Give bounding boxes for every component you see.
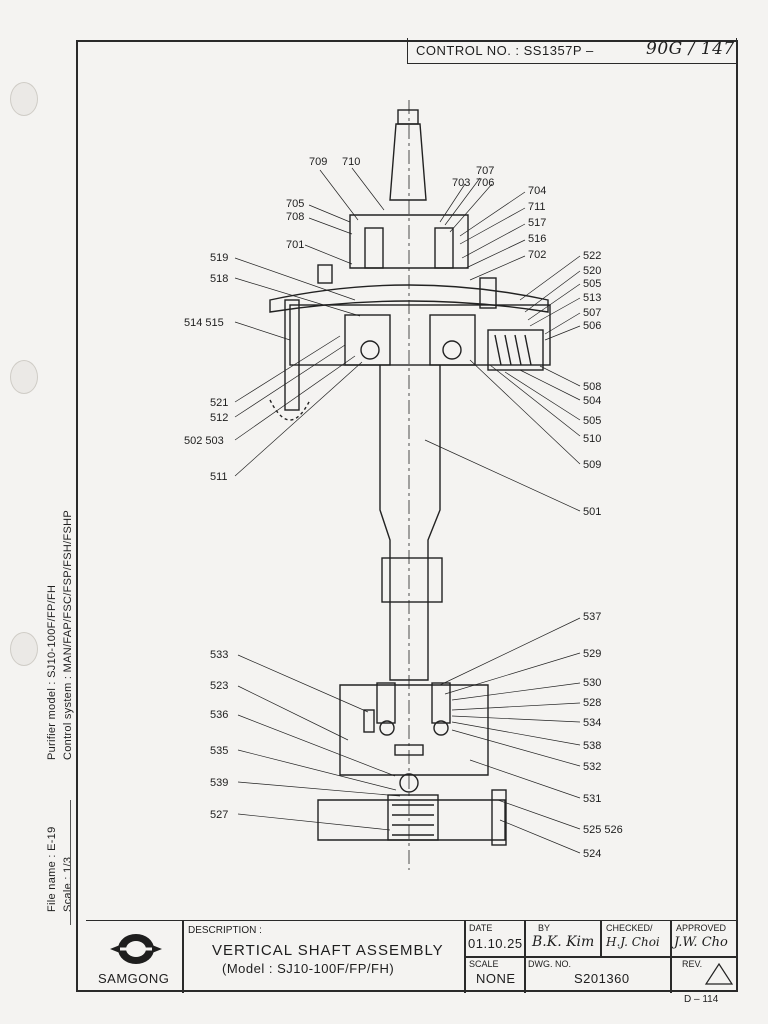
part-label: 702 — [528, 249, 546, 261]
control-number: CONTROL NO. : SS1357P – — [416, 43, 594, 58]
description-label: DESCRIPTION : — [188, 925, 262, 936]
part-label: 711 — [528, 201, 546, 213]
part-label: 707 — [476, 165, 494, 177]
approved-signature: J.W. Cho — [674, 935, 728, 950]
base-bolt — [491, 789, 507, 846]
shaft-collar — [381, 557, 443, 603]
drawing-model: (Model : SJ10-100F/FP/FH) — [222, 961, 395, 976]
part-label: 501 — [583, 506, 601, 518]
main-shaft — [379, 365, 441, 681]
part-label: 531 — [583, 793, 601, 805]
part-label: 704 — [528, 185, 546, 197]
punch-hole — [10, 82, 38, 116]
part-label: 521 — [210, 397, 228, 409]
part-label: 520 — [583, 265, 601, 277]
part-label: 709 — [309, 156, 327, 168]
part-label: 510 — [583, 433, 601, 445]
part-label: 509 — [583, 459, 601, 471]
part-label: 519 — [210, 252, 228, 264]
part-label: 533 — [210, 649, 228, 661]
scale-label: SCALE — [469, 959, 499, 969]
part-label: 518 — [210, 273, 228, 285]
part-label: 508 — [583, 381, 601, 393]
brand-name: SAMGONG — [98, 971, 170, 986]
bearing-ball — [360, 340, 380, 360]
date-label: DATE — [469, 923, 493, 933]
scale-value: NONE — [476, 971, 516, 986]
part-label: 532 — [583, 761, 601, 773]
part-label: 516 — [528, 233, 546, 245]
part-label: 514 515 — [184, 317, 224, 329]
part-label: 708 — [286, 211, 304, 223]
part-label: 536 — [210, 709, 228, 721]
upper-dome — [269, 284, 549, 313]
approved-label: APPROVED — [676, 923, 727, 933]
part-label: 538 — [583, 740, 601, 752]
part-label: 525 526 — [583, 824, 623, 836]
title-block: SAMGONG DESCRIPTION : VERTICAL SHAFT ASS… — [86, 920, 738, 993]
part-label: 710 — [342, 156, 360, 168]
part-label: 535 — [210, 745, 228, 757]
date-value: 01.10.25 — [468, 936, 523, 951]
page-reference: D – 114 — [684, 994, 719, 1005]
checked-signature: H.J. Choi — [606, 935, 660, 949]
part-label: 506 — [583, 320, 601, 332]
dwg-label: DWG. NO. — [528, 959, 571, 969]
part-label: 524 — [583, 848, 601, 860]
drawing-title: VERTICAL SHAFT ASSEMBLY — [212, 942, 444, 959]
upper-housing — [349, 214, 469, 269]
part-label: 507 — [583, 307, 601, 319]
shaft-cone — [389, 123, 427, 201]
left-bolt — [284, 299, 300, 411]
part-label: 701 — [286, 239, 304, 251]
punch-hole — [10, 360, 38, 394]
rev-label: REV. — [682, 959, 703, 969]
part-label: 527 — [210, 809, 228, 821]
bearing-ball — [442, 340, 462, 360]
part-label: 513 — [583, 292, 601, 304]
lower-ball — [399, 773, 419, 793]
part-label: 534 — [583, 717, 601, 729]
part-label: 529 — [583, 648, 601, 660]
part-label: 528 — [583, 697, 601, 709]
punch-hole — [10, 632, 38, 666]
control-handwritten: 90G / 147 — [646, 39, 735, 59]
part-label: 703 — [452, 177, 470, 189]
part-label: 511 — [210, 471, 228, 483]
part-label: 504 — [583, 395, 601, 407]
part-label: 539 — [210, 777, 228, 789]
lower-spring — [387, 794, 439, 841]
part-label: 706 — [476, 177, 494, 189]
spring-housing — [487, 329, 544, 371]
revision-triangle-icon — [704, 962, 734, 985]
part-label: 523 — [210, 680, 228, 692]
by-label: BY — [538, 923, 551, 933]
part-label: 517 — [528, 217, 546, 229]
part-label: 522 — [583, 250, 601, 262]
part-label: 512 — [210, 412, 228, 424]
side-divider — [70, 800, 71, 925]
checked-label: CHECKED/ — [606, 923, 653, 933]
top-nut — [397, 109, 419, 125]
samgong-logo-icon — [110, 934, 162, 964]
part-label: 537 — [583, 611, 601, 623]
dwg-number: S201360 — [574, 971, 630, 986]
part-label: 530 — [583, 677, 601, 689]
control-number-box: CONTROL NO. : SS1357P – 90G / 147 — [407, 38, 737, 64]
lower-housing — [339, 684, 489, 776]
part-label: 502 503 — [184, 435, 224, 447]
base-plate — [317, 799, 506, 841]
part-label: 505 — [583, 278, 601, 290]
by-signature: B.K. Kim — [532, 934, 595, 950]
part-label: 705 — [286, 198, 304, 210]
part-label: 505 — [583, 415, 601, 427]
spring — [494, 334, 532, 366]
bearing-block — [289, 304, 551, 366]
